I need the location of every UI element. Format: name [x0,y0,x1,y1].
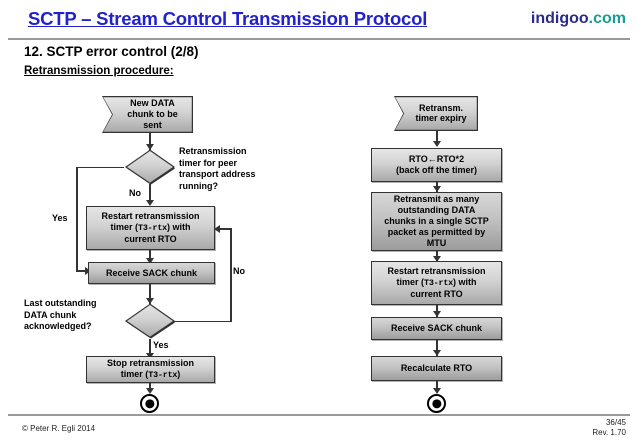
footer-divider [8,414,630,416]
left-start-node: New DATA chunk to be sent [103,97,192,132]
left-decision-2-question: Last outstanding DATA chunk acknowledged… [24,298,97,332]
conn-left-d1-restart [149,184,151,203]
conn-left-d1-yes-h2 [76,270,88,272]
brand-logo: indigoo.com [531,10,626,28]
right-rto-backoff-label: RTO←RTO*2 (back off the timer) [395,154,477,175]
conn-left-restart-sack [149,250,151,263]
arrow-left-d1-restart [146,200,154,206]
arrow-left-sack-d2 [146,298,154,304]
right-end-node [427,394,446,413]
right-restart-timer-label: Restart retransmission timer (T3-rtx) wi… [387,266,486,299]
right-start-label: Retransm. timer expiry [415,102,467,124]
arrow-right-start-rto [432,141,441,147]
conn-left-d2-no-h2 [220,228,231,230]
conn-left-d2-stop [149,339,151,358]
left-decision-1-yes-label: Yes [52,213,68,223]
conn-left-d1-yes-h [76,166,124,169]
left-decision-1 [124,149,176,185]
left-receive-sack-label: Receive SACK chunk [105,267,198,278]
left-end-node [140,394,159,413]
arrow-left-stop-end [146,388,154,394]
left-start-label: New DATA chunk to be sent [127,98,178,130]
arrow-left-no-into-restart [214,224,220,233]
conn-left-sack-d2 [149,284,151,304]
right-recalculate-rto-box: Recalculate RTO [371,356,502,381]
arrow-right-sack-recalc [432,350,441,356]
conn-right-start-rto [436,131,438,145]
arrow-right-recalc-end [432,388,441,394]
arrow-right-retransmit-restart [432,256,441,262]
right-receive-sack-label: Receive SACK chunk [390,323,483,334]
right-receive-sack-box: Receive SACK chunk [371,317,502,340]
arrow-right-rto-retransmit [432,186,441,192]
left-decision-2-no-label: No [233,266,245,276]
brand-name: indigoo [530,10,589,27]
conn-left-d2-no-v [230,228,232,321]
page-title: SCTP – Stream Control Transmission Proto… [28,8,428,29]
header-divider [8,38,630,40]
right-retransmit-box: Retransmit as many outstanding DATA chun… [371,192,502,251]
diamond-shape-icon [124,149,176,185]
brand-tld: .com [588,10,626,27]
left-decision-1-no-label: No [129,188,141,198]
conn-left-stop-end [149,383,151,392]
right-rto-backoff-box: RTO←RTO*2 (back off the timer) [371,148,502,182]
right-retransmit-label: Retransmit as many outstanding DATA chun… [384,194,489,248]
left-restart-timer-box: Restart retransmission timer (T3-rtx) wi… [86,206,215,250]
section-heading: 12. SCTP error control (2/8) [24,44,199,59]
right-start-node: Retransm. timer expiry [395,97,477,130]
right-recalculate-rto-label: Recalculate RTO [400,363,473,374]
topic-heading: Retransmission procedure: [24,65,174,77]
arrow-left-start-d1 [146,144,154,150]
arrow-right-restart-sack [432,311,441,317]
conn-left-d1-yes-v [76,166,78,272]
left-receive-sack-box: Receive SACK chunk [88,262,215,284]
left-decision-2-yes-label: Yes [153,340,169,350]
left-stop-timer-label: Stop retransmission timer (T3-rtx) [106,358,195,381]
conn-left-start-d1 [149,133,151,150]
footer-copyright: © Peter R. Egli 2014 [22,424,96,433]
left-decision-1-question: Retransmission timer for peer transport … [179,146,256,192]
arrow-left-restart-sack [146,258,154,264]
conn-right-recalc-end [436,381,438,392]
footer-page-number: 36/45 [605,418,626,427]
diamond-shape-icon [124,303,176,339]
right-restart-timer-box: Restart retransmission timer (T3-rtx) wi… [371,261,502,305]
left-stop-timer-box: Stop retransmission timer (T3-rtx) [86,356,215,383]
conn-left-d2-no-h [174,320,232,323]
footer-revision: Rev. 1.70 [592,428,626,437]
conn-right-sack-recalc [436,340,438,356]
left-decision-2 [124,303,176,339]
left-restart-timer-label: Restart retransmission timer (T3-rtx) wi… [101,211,200,244]
slide-header: SCTP – Stream Control Transmission Proto… [0,8,638,38]
